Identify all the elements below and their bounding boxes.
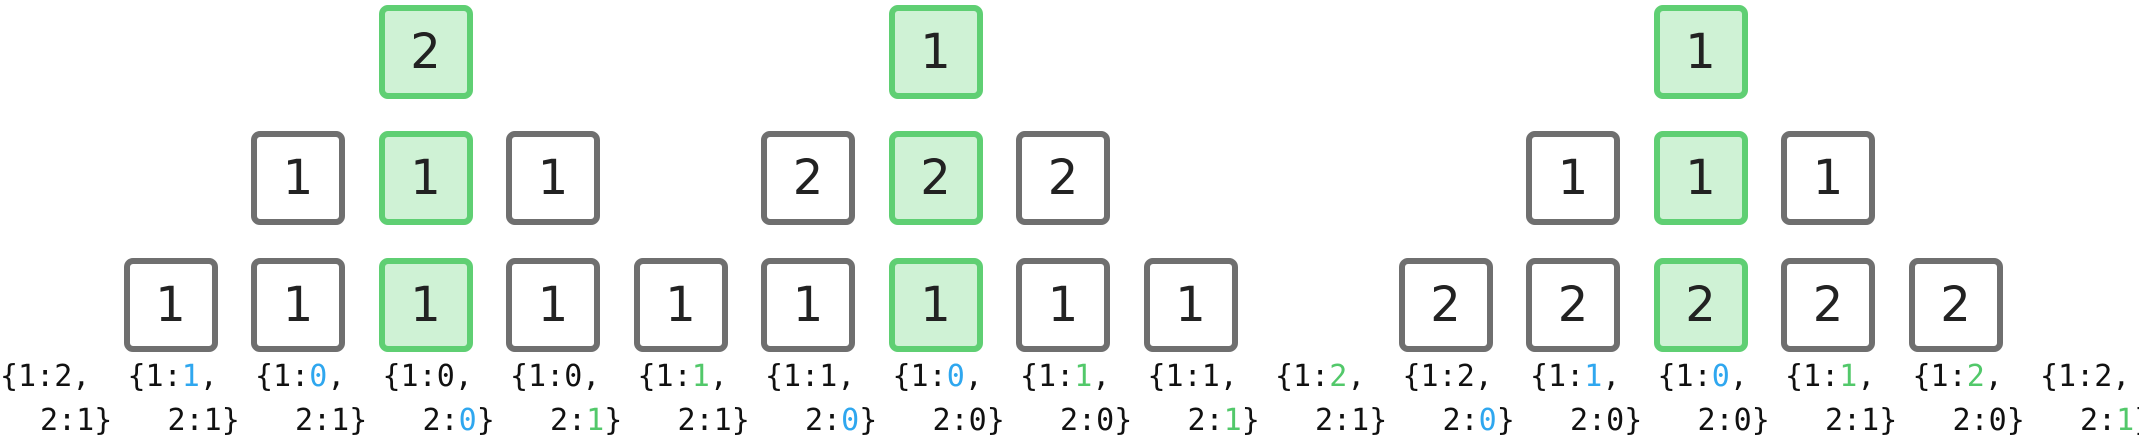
- count-digit: 1: [1351, 403, 1370, 438]
- count-digit: 1: [181, 359, 200, 394]
- value-box: 1: [761, 258, 855, 352]
- count-map-label: {1:0,2:0}: [382, 359, 495, 438]
- count-digit: 0: [458, 403, 477, 438]
- count-map-label: {1:1,2:0}: [1530, 359, 1643, 438]
- count-map-label: {1:1,2:1}: [127, 359, 240, 438]
- count-digit: 0: [1096, 403, 1115, 438]
- count-digit: 1: [1201, 359, 1220, 394]
- count-map-label: {1:2,2:1}: [0, 359, 113, 438]
- count-map-label: {1:1,2:1}: [1785, 359, 1898, 438]
- count-digit: 2: [2094, 359, 2113, 394]
- count-digit: 0: [1733, 403, 1752, 438]
- value-box: 2: [1016, 131, 1110, 225]
- highlighted-box: 1: [378, 258, 473, 352]
- count-digit: 0: [841, 403, 860, 438]
- count-digit: 1: [1074, 359, 1093, 394]
- value-box: 1: [1016, 258, 1110, 352]
- count-map-label: {1:2,2:1}: [2040, 359, 2139, 438]
- count-map-label: {1:0,2:0}: [1657, 359, 1770, 438]
- count-digit: 0: [564, 359, 583, 394]
- highlighted-box: 1: [378, 131, 473, 225]
- count-digit: 1: [1861, 403, 1880, 438]
- count-digit: 1: [203, 403, 222, 438]
- count-digit: 1: [691, 359, 710, 394]
- count-digit: 0: [1988, 403, 2007, 438]
- count-map-label: {1:1,2:1}: [637, 359, 750, 438]
- count-digit: 1: [1584, 359, 1603, 394]
- count-digit: 1: [76, 403, 95, 438]
- value-box: 1: [1526, 131, 1620, 225]
- value-box: 1: [1143, 258, 1238, 352]
- count-digit: 1: [331, 403, 350, 438]
- value-box: 1: [251, 131, 345, 225]
- count-map-label: {1:0,2:1}: [510, 359, 623, 438]
- count-digit: 2: [1329, 359, 1348, 394]
- value-box: 1: [506, 258, 600, 352]
- count-digit: 0: [1606, 403, 1625, 438]
- value-box: 2: [761, 131, 855, 225]
- count-digit: 1: [2116, 403, 2135, 438]
- count-map-label: {1:1,2:0}: [1020, 359, 1133, 438]
- count-digit: 0: [436, 359, 455, 394]
- count-digit: 0: [1711, 359, 1730, 394]
- value-box: 2: [1526, 258, 1620, 352]
- value-box: 2: [1908, 258, 2003, 352]
- count-digit: 0: [968, 403, 987, 438]
- count-digit: 1: [586, 403, 605, 438]
- highlighted-box: 1: [1653, 5, 1748, 99]
- value-box: 2: [1398, 258, 1493, 352]
- count-map-label: {1:2,2:1}: [1275, 359, 1388, 438]
- count-map-label: {1:1,2:1}: [1147, 359, 1260, 438]
- count-map-label: {1:0,2:0}: [892, 359, 1005, 438]
- highlighted-box: 2: [378, 5, 473, 99]
- count-map-label: {1:0,2:1}: [255, 359, 368, 438]
- count-map-label: {1:2,2:0}: [1912, 359, 2025, 438]
- value-box: 2: [1781, 258, 1875, 352]
- count-map-label: {1:1,2:0}: [765, 359, 878, 438]
- count-map-label: {1:2,2:0}: [1402, 359, 1515, 438]
- count-digit: 2: [54, 359, 73, 394]
- value-box: 1: [633, 258, 728, 352]
- count-digit: 1: [819, 359, 838, 394]
- value-box: 1: [1781, 131, 1875, 225]
- count-digit: 1: [1223, 403, 1242, 438]
- highlighted-box: 2: [1653, 258, 1748, 352]
- highlighted-box: 1: [888, 258, 983, 352]
- count-digit: 2: [1456, 359, 1475, 394]
- count-digit: 0: [946, 359, 965, 394]
- value-box: 1: [506, 131, 600, 225]
- highlighted-box: 1: [1653, 131, 1748, 225]
- count-digit: 1: [1839, 359, 1858, 394]
- highlighted-box: 1: [888, 5, 983, 99]
- count-digit: 2: [1966, 359, 1985, 394]
- value-box: 1: [123, 258, 218, 352]
- count-digit: 1: [713, 403, 732, 438]
- highlighted-box: 2: [888, 131, 983, 225]
- count-digit: 0: [309, 359, 328, 394]
- count-digit: 0: [1478, 403, 1497, 438]
- value-box: 1: [251, 258, 345, 352]
